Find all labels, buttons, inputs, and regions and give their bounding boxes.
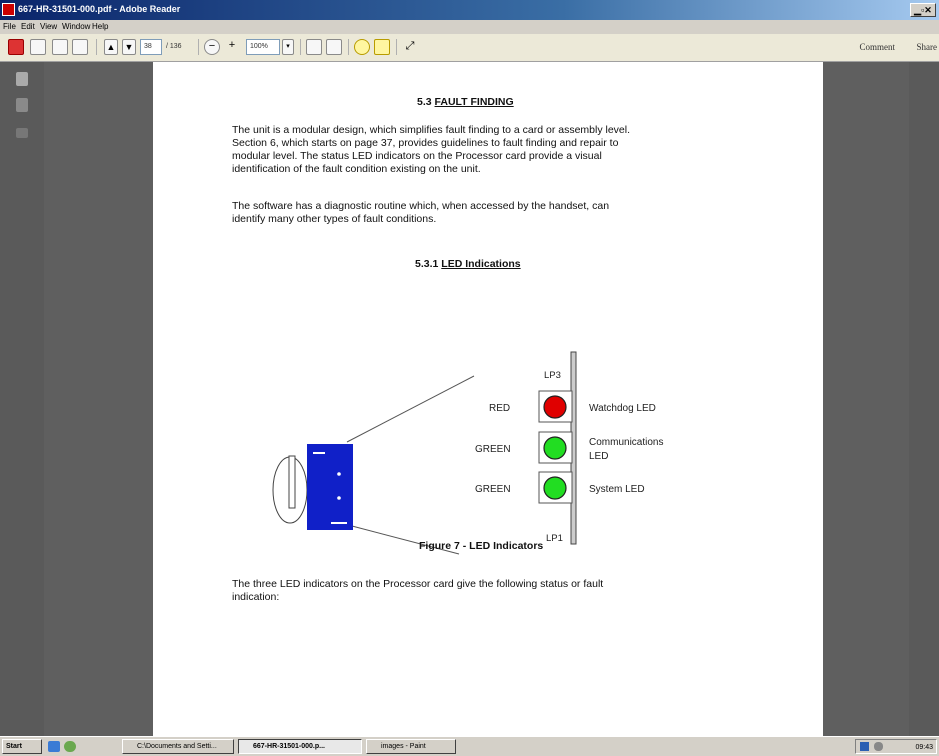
attachments-icon[interactable] [16,128,28,138]
connector-top-label: LP3 [544,370,561,381]
watchdog-led [543,395,567,419]
open-file-icon[interactable] [30,39,46,55]
connector-bottom-label: LP1 [546,533,563,544]
start-button[interactable]: Start [2,739,42,754]
email-icon[interactable] [72,39,88,55]
card-bracket [288,455,296,509]
subsection-number: 5.3.1 [415,258,439,270]
menu-file[interactable]: File [3,22,16,31]
toolbar-divider [348,39,349,55]
navigation-pane [0,62,44,736]
tray-network-icon[interactable] [860,742,869,751]
menu-window[interactable]: Window [62,22,91,31]
comment-bubble-icon[interactable] [354,39,370,55]
fit-width-icon[interactable] [306,39,322,55]
taskbar-item-paint[interactable]: images - Paint [366,739,456,754]
led-color-label: GREEN [475,484,511,495]
page-number-input[interactable]: 38 [140,39,162,55]
toolbar-divider [300,39,301,55]
quick-launch-icon[interactable] [64,741,76,752]
paragraph-line: identification of the fault condition ex… [232,163,481,175]
card-label-mark [331,522,347,524]
system-led [543,476,567,500]
previous-page-icon[interactable]: ▲ [104,39,118,55]
paragraph-line: The unit is a modular design, which simp… [232,124,631,136]
led-function-label: System LED [589,484,645,495]
adobe-reader-icon [2,3,15,16]
menu-view[interactable]: View [40,22,58,31]
taskbar-item-explorer[interactable]: C:\Documents and Setti... [122,739,234,754]
communications-led [543,436,567,460]
led-row: GREEN Communications LED [475,431,663,464]
sticky-note-icon[interactable] [374,39,390,55]
bookmarks-icon[interactable] [16,98,28,112]
figure-caption: Figure 7 - LED Indicators [419,540,544,552]
card-led-dot [337,496,341,500]
projection-line [346,375,475,443]
led-function-label: Communications [589,437,663,448]
menu-help[interactable]: Help [92,22,109,31]
section-heading: 5.3 FAULT FINDING [417,96,514,109]
paragraph-line: modular level. The status LED indicators… [232,150,602,162]
card-led-dot [337,472,341,476]
projection-line [351,525,460,555]
page-thumbnails-icon[interactable] [16,72,28,86]
share-button[interactable]: Share [916,42,938,52]
taskbar-clock: 09:43 [915,744,933,751]
paragraph-line: identify many other types of fault condi… [232,213,437,225]
next-page-icon[interactable]: ▼ [122,39,136,55]
menu-bar: File Edit View Window Help [0,20,939,34]
quick-launch-icon[interactable] [48,741,60,752]
vertical-scrollbar[interactable] [909,62,939,736]
toolbar: ▲ ▼ 38 / 136 − + 100% ▾ ⤢ Comment Share [0,34,939,62]
window-titlebar: 667-HR-31501-000.pdf - Adobe Reader ▁▫✕ [0,0,939,20]
window-title: 667-HR-31501-000.pdf - Adobe Reader [18,4,181,14]
led-row: RED Watchdog LED [489,390,656,423]
zoom-level-input[interactable]: 100% [246,39,280,55]
zoom-dropdown-icon[interactable]: ▾ [282,39,294,55]
paragraph-line: The three LED indicators on the Processo… [232,578,604,590]
fit-page-icon[interactable] [326,39,342,55]
window-controls[interactable]: ▁▫✕ [910,3,936,17]
toolbar-divider [198,39,199,55]
comment-button[interactable]: Comment [859,42,896,52]
led-color-label: RED [489,403,510,414]
print-icon[interactable] [52,39,68,55]
expand-icon[interactable]: ⤢ [405,40,415,52]
led-row: GREEN System LED [475,471,645,504]
pdf-page: 5.3 FAULT FINDING The unit is a modular … [153,62,823,736]
create-pdf-icon[interactable] [8,39,24,55]
menu-edit[interactable]: Edit [21,22,35,31]
toolbar-divider [396,39,397,55]
subsection-heading: 5.3.1 LED Indications [415,258,521,271]
led-function-label: Watchdog LED [589,403,656,414]
tray-volume-icon[interactable] [874,742,883,751]
subsection-title: LED Indications [441,258,521,270]
zoom-in-icon[interactable]: + [228,39,236,51]
page-total: / 136 [166,43,182,50]
paragraph-line: Section 6, which starts on page 37, prov… [232,137,619,149]
paragraph-line: The software has a diagnostic routine wh… [232,200,610,212]
section-title: FAULT FINDING [434,96,514,108]
toolbar-divider [96,39,97,55]
led-indicators-figure: LP3 LP1 RED Watchdog LED GREEN Communica… [272,351,663,555]
led-color-label: GREEN [475,444,511,455]
processor-card [307,444,353,530]
document-viewport[interactable]: 5.3 FAULT FINDING The unit is a modular … [44,62,939,736]
windows-taskbar: Start C:\Documents and Setti... 667-HR-3… [0,736,939,756]
section-number: 5.3 [417,96,432,108]
zoom-out-icon[interactable]: − [204,39,220,55]
taskbar-item-adobe-reader[interactable]: 667-HR-31501-000.p... [238,739,362,754]
led-function-label: LED [589,451,608,462]
system-tray: 09:43 [855,739,937,754]
paragraph-line: indication: [232,591,280,603]
card-label-mark [313,452,325,454]
